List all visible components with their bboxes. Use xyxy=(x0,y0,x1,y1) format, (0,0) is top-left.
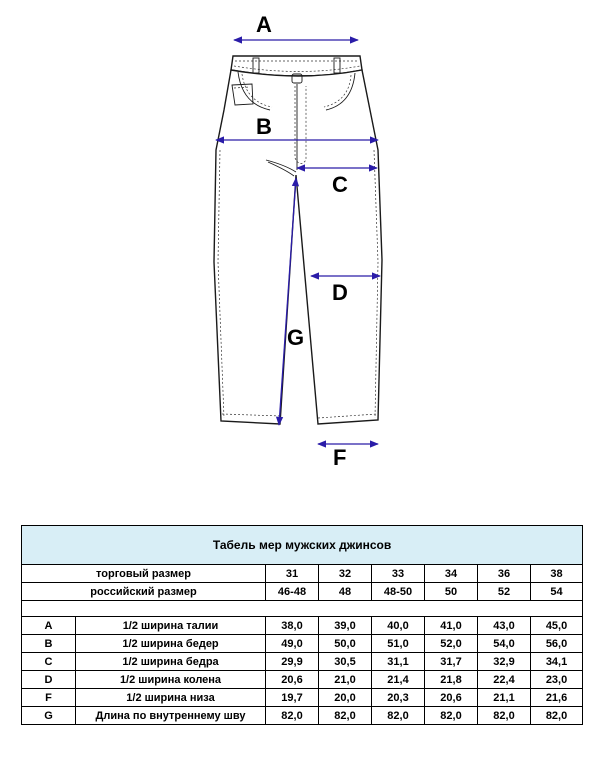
measure-g-line xyxy=(275,177,300,426)
measurement-value: 49,0 xyxy=(265,634,319,653)
russian-size-cell: 48 xyxy=(318,582,372,601)
measurement-value: 20,6 xyxy=(424,688,478,707)
measurement-name: Длина по внутреннему шву xyxy=(75,706,266,725)
measurement-value: 82,0 xyxy=(424,706,478,725)
label-b: B xyxy=(256,114,272,139)
measurement-value: 39,0 xyxy=(318,616,372,635)
measurement-value: 56,0 xyxy=(529,634,584,653)
label-c: C xyxy=(332,172,348,197)
measurement-name: 1/2 ширина талии xyxy=(75,616,266,635)
measurement-name: 1/2 ширина колена xyxy=(75,670,266,689)
measurement-value: 43,0 xyxy=(477,616,531,635)
measurement-value: 52,0 xyxy=(424,634,478,653)
measurement-value: 21,4 xyxy=(371,670,425,689)
measurement-value: 31,7 xyxy=(424,652,478,671)
measurement-value: 21,0 xyxy=(318,670,372,689)
blank-row xyxy=(20,600,584,617)
measurement-value: 82,0 xyxy=(477,706,531,725)
measurement-value: 38,0 xyxy=(265,616,319,635)
russian-size-cell: 52 xyxy=(477,582,531,601)
measurement-code: A xyxy=(21,616,76,635)
trade-size-cell: 33 xyxy=(371,564,425,583)
measurement-value: 31,1 xyxy=(371,652,425,671)
label-a: A xyxy=(256,12,272,37)
measurement-value: 40,0 xyxy=(371,616,425,635)
jeans-illustration xyxy=(213,55,383,425)
russian-size-cell: 48-50 xyxy=(371,582,425,601)
measurement-value: 20,0 xyxy=(318,688,372,707)
trade-size-row: торговый размер 31 32 33 34 36 38 xyxy=(21,564,584,583)
table-title: Табель мер мужских джинсов xyxy=(20,525,584,565)
measurement-value: 21,8 xyxy=(424,670,478,689)
measurement-code: D xyxy=(21,670,76,689)
measurement-value: 23,0 xyxy=(529,670,584,689)
measurement-value: 41,0 xyxy=(424,616,478,635)
russian-size-row: российский размер 46-48 48 48-50 50 52 5… xyxy=(21,582,584,601)
trade-size-cell: 34 xyxy=(424,564,478,583)
blank-cell xyxy=(20,600,584,617)
label-g: G xyxy=(287,325,304,350)
measurement-value: 19,7 xyxy=(265,688,319,707)
measurement-value: 51,0 xyxy=(371,634,425,653)
measurement-code: B xyxy=(21,634,76,653)
measurement-value: 32,9 xyxy=(477,652,531,671)
measurement-value: 45,0 xyxy=(529,616,584,635)
measurement-value: 82,0 xyxy=(318,706,372,725)
measurement-value: 20,3 xyxy=(371,688,425,707)
measurement-name: 1/2 ширина низа xyxy=(75,688,266,707)
measurement-lines xyxy=(215,36,381,448)
label-f: F xyxy=(333,445,346,470)
measurement-value: 82,0 xyxy=(265,706,319,725)
measurement-value: 21,6 xyxy=(529,688,584,707)
measurement-value: 22,4 xyxy=(477,670,531,689)
measurement-value: 82,0 xyxy=(529,706,584,725)
size-table-container: Табель мер мужских джинсов торговый разм… xyxy=(20,525,584,725)
measurement-value: 50,0 xyxy=(318,634,372,653)
measurement-value: 20,6 xyxy=(265,670,319,689)
label-d: D xyxy=(332,280,348,305)
measurement-code: F xyxy=(21,688,76,707)
measurement-code: G xyxy=(21,706,76,725)
trade-size-cell: 36 xyxy=(477,564,531,583)
measurement-name: 1/2 ширина бедра xyxy=(75,652,266,671)
measurement-value: 29,9 xyxy=(265,652,319,671)
measurement-value: 82,0 xyxy=(371,706,425,725)
size-table: Табель мер мужских джинсов торговый разм… xyxy=(20,525,584,725)
trade-size-cell: 32 xyxy=(318,564,372,583)
measurement-name: 1/2 ширина бедер xyxy=(75,634,266,653)
russian-size-cell: 46-48 xyxy=(265,582,319,601)
trade-size-cell: 31 xyxy=(265,564,319,583)
russian-size-label: российский размер xyxy=(21,582,266,601)
trade-size-cell: 38 xyxy=(529,564,584,583)
trade-size-label: торговый размер xyxy=(21,564,266,583)
russian-size-cell: 50 xyxy=(424,582,478,601)
measurement-value: 21,1 xyxy=(477,688,531,707)
measurement-value: 54,0 xyxy=(477,634,531,653)
measurement-code: C xyxy=(21,652,76,671)
measurement-value: 34,1 xyxy=(529,652,584,671)
russian-size-cell: 54 xyxy=(529,582,584,601)
jeans-diagram: A B C D G F xyxy=(213,12,383,470)
measurement-value: 30,5 xyxy=(318,652,372,671)
